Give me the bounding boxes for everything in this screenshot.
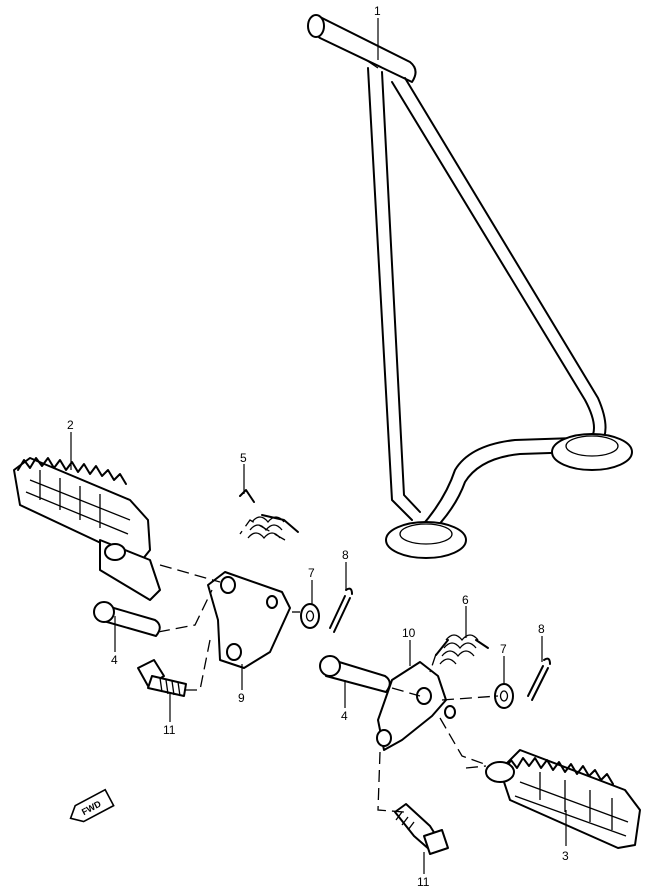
right-bracket-part-10: [376, 661, 456, 751]
callout-11-left: 11: [163, 723, 176, 737]
spring-part-5: [239, 489, 299, 540]
forward-direction-badge: FWD: [69, 788, 115, 823]
washer-part-7-left: [300, 603, 320, 629]
callout-7-right: 7: [500, 642, 507, 656]
callout-10: 10: [402, 626, 416, 640]
callout-2: 2: [67, 418, 74, 432]
callout-9: 9: [238, 691, 245, 705]
left-footrest-part-2: [13, 457, 161, 601]
forward-arrow-icon: [69, 788, 115, 823]
callout-4-right: 4: [341, 709, 348, 723]
callout-5: 5: [240, 451, 247, 465]
callout-1: 1: [374, 4, 381, 18]
right-footrest-part-3: [485, 749, 641, 849]
callout-labels: 1 2 3 4 4 5 6 7 7 8 8 9 10 11 11: [67, 4, 569, 889]
bolt-part-11-right: [394, 803, 449, 855]
pin-part-4-left: [93, 601, 161, 637]
bolt-part-11-left: [137, 659, 187, 697]
leader-lines: [70, 18, 567, 874]
stand-part-1: [307, 14, 633, 559]
cotter-pin-part-8-right: [527, 657, 551, 701]
callout-4-left: 4: [111, 653, 118, 667]
callout-7-left: 7: [308, 566, 315, 580]
cotter-pin-part-8-left: [329, 587, 353, 633]
callout-8-right: 8: [538, 622, 545, 636]
callout-8-left: 8: [342, 548, 349, 562]
spring-part-6: [435, 634, 489, 665]
callout-6: 6: [462, 593, 469, 607]
callout-3: 3: [562, 849, 569, 863]
assembly-lines: [157, 519, 499, 813]
pin-part-4-right: [319, 655, 391, 693]
callout-11-right: 11: [417, 875, 430, 889]
left-bracket-part-9: [207, 571, 291, 669]
